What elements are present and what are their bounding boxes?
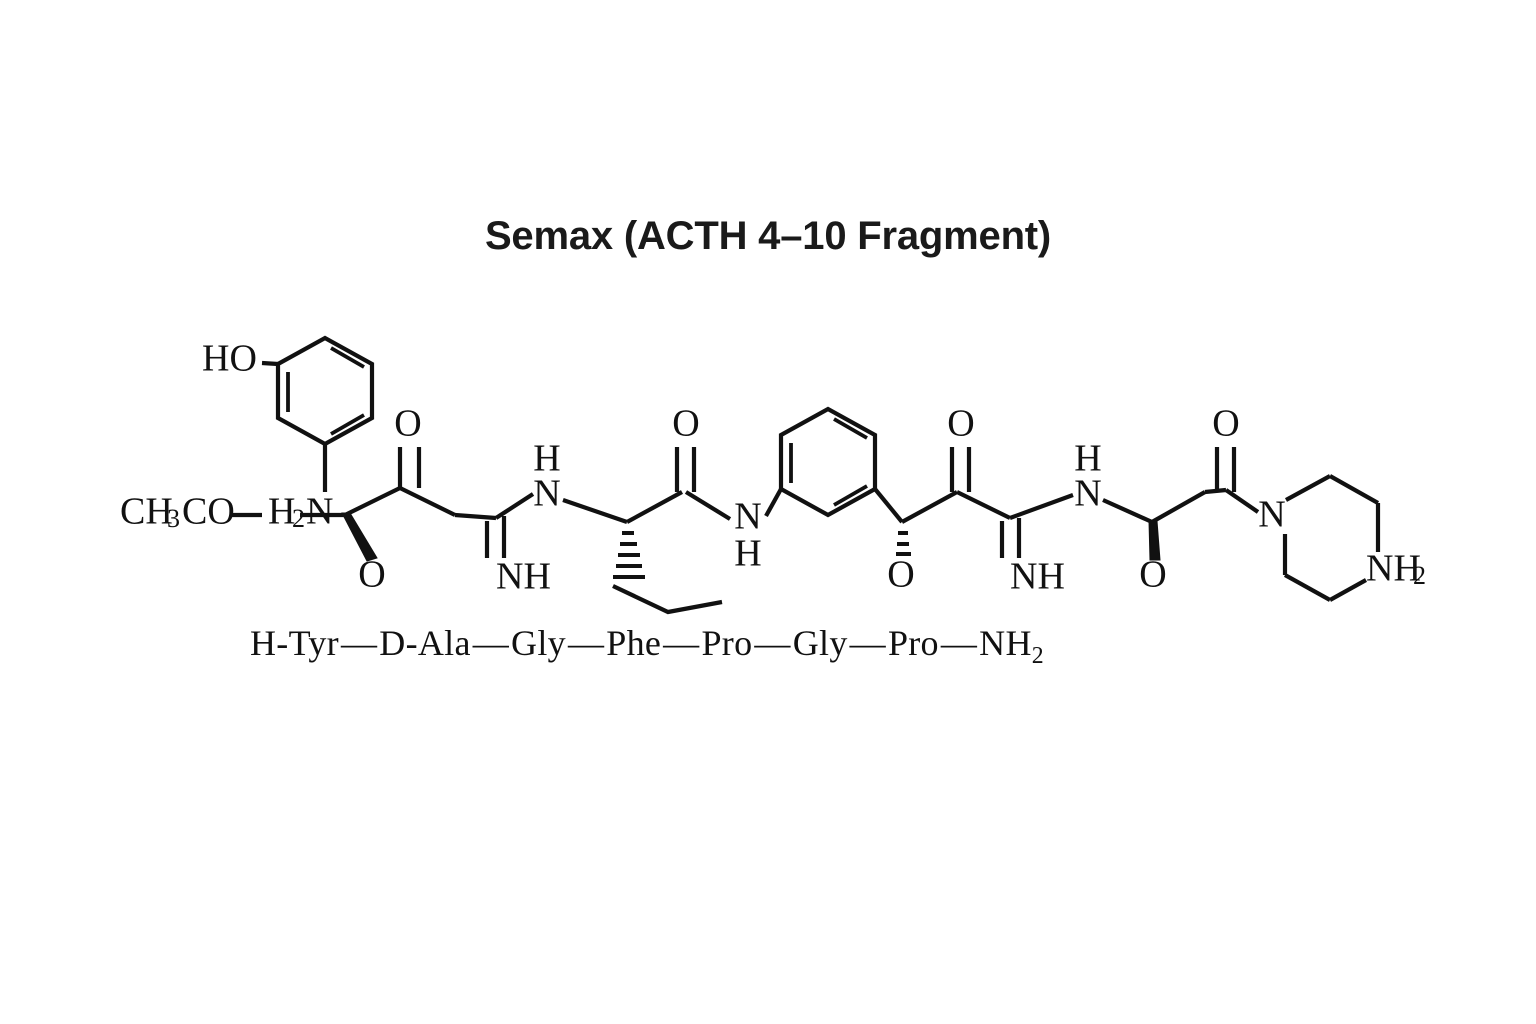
label-h-amide-2: H [734, 533, 761, 575]
label-ch3co: CH 3 CO [120, 491, 235, 533]
label-ho-phenol: HO [202, 338, 257, 380]
sequence-dash: — [663, 623, 700, 663]
hash-ca3-o [896, 531, 911, 556]
label-o-carbonyl-1: O [358, 554, 385, 596]
piperazine-ring [1282, 474, 1381, 602]
label-n-piperazine: N [1258, 494, 1285, 536]
label-o-ketone-1: O [394, 403, 421, 445]
label-nh-imine-2: NH [1010, 556, 1065, 598]
label-h-amide-3: H [1074, 438, 1101, 480]
svg-text:CO: CO [182, 491, 235, 533]
bond-ca3-c4 [900, 490, 959, 524]
bond-ca1-c1 [344, 486, 401, 517]
bond-cimine2-n4 [1009, 493, 1074, 520]
residue-3: Gly [511, 623, 566, 663]
label-o-ketone-4: O [1212, 403, 1239, 445]
label-nh-imine-1: NH [496, 556, 551, 598]
svg-text:NH: NH [1366, 548, 1421, 590]
double-bond-imine-1 [484, 516, 507, 558]
label-nh2-terminal: NH 2 [1366, 548, 1426, 590]
phenol-ring [275, 335, 375, 447]
residue-2: D-Ala [379, 623, 471, 663]
bond-cimine1-n2 [494, 492, 535, 520]
double-bond-imine-2 [999, 518, 1022, 558]
hash-ca2-propyl [613, 531, 645, 579]
bond-propyl-chain [612, 584, 723, 615]
label-h-amide-1: H [533, 438, 560, 480]
bond-ca4-c5 [1150, 490, 1207, 524]
bond-n2-ca2 [562, 498, 628, 524]
bond-c3-n3 [684, 490, 732, 521]
label-o-carbonyl-3: O [1139, 554, 1166, 596]
label-n-amide-1: N [533, 473, 560, 515]
residue-5: Pro [701, 623, 753, 663]
bond-c4-cimine2 [956, 490, 1011, 520]
double-bond-ketone-3 [949, 447, 972, 492]
double-bond-ketone-1 [397, 447, 422, 488]
double-bond-carbonyl-2 [674, 447, 697, 492]
bond-c1-c2 [399, 486, 456, 517]
bond-c2-cimine1 [454, 512, 497, 521]
bond-ho-ring [261, 360, 279, 367]
svg-text:N: N [306, 491, 333, 533]
sequence-terminal-sub: 2 [1031, 643, 1044, 670]
wedge-ca4-o [1148, 520, 1161, 561]
peptide-sequence: H-Tyr—D-Ala—Gly—Phe—Pro—Gly—Pro—NH2 [250, 622, 1044, 670]
sequence-dash: — [340, 623, 378, 663]
label-o-ketone-3: O [947, 403, 974, 445]
label-h2n-left: H 2 N [268, 491, 333, 533]
sequence-dash: — [472, 623, 510, 663]
sequence-dash: — [754, 623, 791, 663]
sequence-terminal: NH2 [979, 623, 1044, 669]
svg-text:2: 2 [1413, 561, 1426, 590]
bond-n3-phenyl [764, 487, 783, 518]
label-o-ketone-2: O [672, 403, 699, 445]
sequence-dash: — [940, 623, 978, 663]
sequence-dash: — [849, 623, 886, 663]
svg-text:CH: CH [120, 491, 173, 533]
residue-7: Pro [887, 623, 939, 663]
page-title: Semax (ACTH 4–10 Fragment) [484, 214, 1052, 258]
wedge-ca1-o [341, 512, 378, 562]
bond-ca2-c3 [625, 490, 684, 524]
sequence-terminal-label: NH [979, 623, 1032, 663]
residue-4: Phe [606, 623, 662, 663]
svg-text:3: 3 [167, 504, 180, 533]
double-bond-ketone-4 [1214, 447, 1237, 492]
bond-c5-join [1204, 487, 1227, 495]
bond-phenyl-ca3 [873, 487, 904, 524]
label-n-amide-3: N [1074, 473, 1101, 515]
svg-text:H: H [268, 491, 295, 533]
label-n-amide-2: N [734, 496, 761, 538]
sequence-dash: — [567, 623, 605, 663]
residue-6: Gly [792, 623, 848, 663]
bond-c5-npip [1224, 488, 1260, 514]
label-o-hydroxy-2: O [887, 554, 914, 596]
bond-n4-ca4 [1102, 498, 1153, 524]
residue-1: H-Tyr [250, 623, 339, 663]
svg-text:2: 2 [292, 504, 305, 533]
